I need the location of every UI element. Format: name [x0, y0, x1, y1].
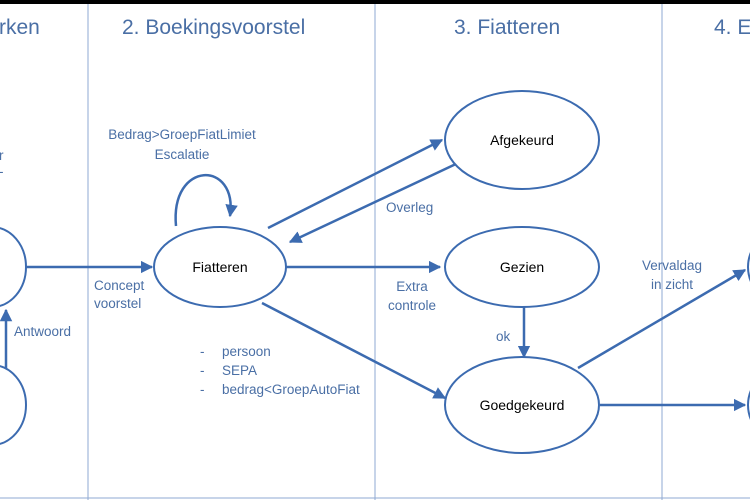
edge-label-fragment: r	[0, 148, 4, 163]
node-label-goedgekeurd: Goedgekeurd	[480, 397, 565, 413]
lane-title-1: rken	[0, 16, 40, 39]
node-left-upper	[0, 227, 27, 307]
edge-label-antwoord: Antwoord	[14, 324, 71, 339]
bullet-dash: -	[200, 382, 205, 397]
edge-label-escalatie: Escalatie	[155, 147, 210, 162]
node-label-afgekeurd: Afgekeurd	[490, 132, 554, 148]
edge-label-voorstel: voorstel	[94, 296, 141, 311]
edge-label-ok: ok	[496, 329, 511, 344]
edge-self-loop-escalatie	[174, 174, 238, 227]
node-label-gezien: Gezien	[500, 259, 544, 275]
edge-overleg	[288, 161, 459, 244]
edge-label-in-zicht: in zicht	[651, 277, 693, 292]
edge-fiatteren-goedgekeurd	[261, 301, 447, 400]
node-gezien	[444, 226, 600, 308]
edge-label-vervaldag: Vervaldag	[642, 258, 702, 273]
bullet-item-bedrag: bedrag<GroepAutoFiat	[222, 382, 360, 397]
edge-vervaldag	[577, 268, 747, 370]
edge-fiatteren-afgekeurd	[267, 138, 444, 230]
node-afgekeurd	[444, 90, 600, 190]
node-label-fiatteren: Fiatteren	[192, 259, 247, 275]
node-fiatteren	[153, 226, 287, 308]
edge-label-overleg: Overleg	[386, 200, 433, 215]
bullet-item-persoon: persoon	[222, 344, 271, 359]
bullet-dash: -	[200, 363, 205, 378]
edge-label-concept: Concept	[94, 278, 145, 293]
lane-title-3: 3. Fiatteren	[454, 16, 560, 39]
edge-label-controle: controle	[388, 298, 436, 313]
bullet-dash: -	[200, 344, 205, 359]
lane-title-4: 4. E	[714, 16, 750, 39]
bullet-item-sepa: SEPA	[222, 363, 257, 378]
edge-label-extra: Extra	[396, 279, 428, 294]
lane-title-2: 2. Boekingsvoorstel	[122, 16, 305, 39]
edge-label-bedrag-limiet: Bedrag>GroepFiatLimiet	[108, 127, 256, 142]
edge-label-fragment: -	[0, 164, 4, 179]
node-left-lower	[0, 365, 27, 445]
node-goedgekeurd	[444, 356, 600, 454]
top-bar	[0, 0, 750, 4]
